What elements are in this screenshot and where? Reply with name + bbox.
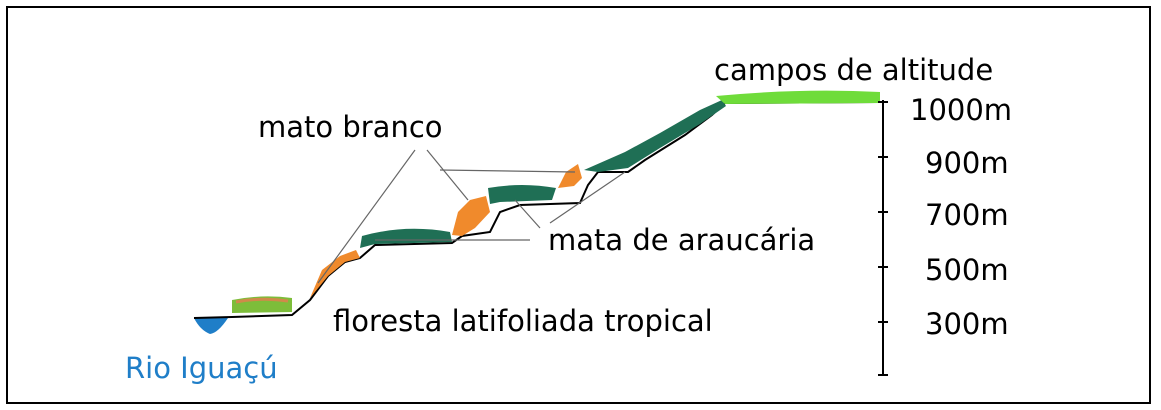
vegetation-campos <box>716 90 880 104</box>
elevation-900: 900m <box>925 146 1009 180</box>
label-campos-de-altitude: campos de altitude <box>714 53 993 87</box>
vegetation-mato-branco <box>310 164 582 298</box>
vegetation-araucaria <box>360 100 726 248</box>
elevation-300: 300m <box>925 307 1009 341</box>
elevation-scale <box>878 100 888 376</box>
label-mato-branco: mato branco <box>258 110 443 144</box>
elevation-700: 700m <box>925 198 1009 232</box>
diagram-frame <box>6 6 1151 404</box>
vegetation-floresta <box>232 296 292 313</box>
label-floresta-latifoliada: floresta latifoliada tropical <box>333 304 713 338</box>
label-mata-de-araucaria: mata de araucária <box>548 223 815 257</box>
terrain-profile <box>193 101 881 319</box>
leader-lines <box>317 149 626 284</box>
elevation-1000: 1000m <box>910 93 1012 127</box>
label-rio-iguacu: Rio Iguaçú <box>125 351 278 385</box>
elevation-500: 500m <box>925 253 1009 287</box>
river-water <box>194 318 228 334</box>
